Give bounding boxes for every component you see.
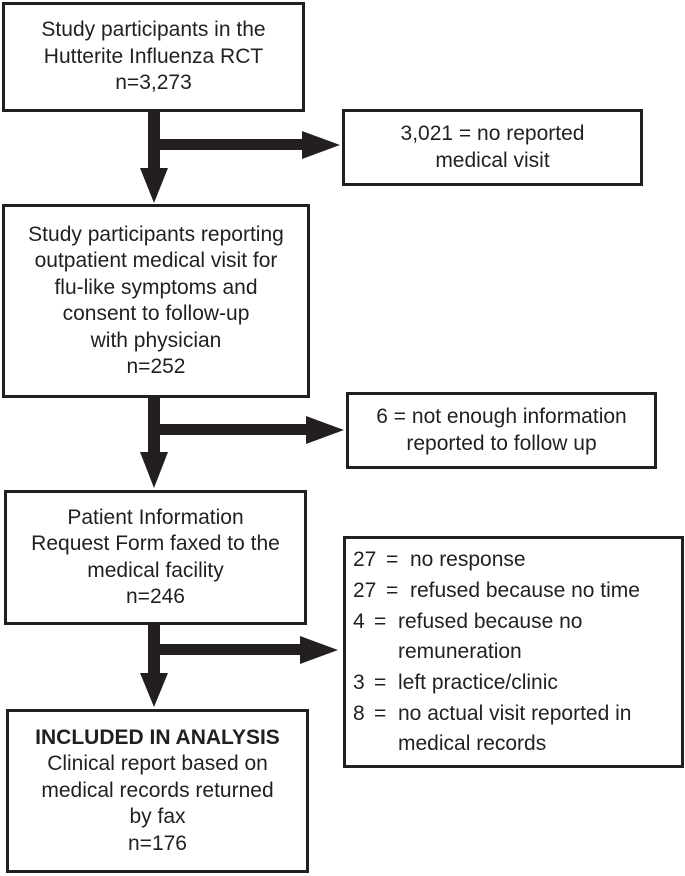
horizontal-connector-3 — [154, 644, 304, 655]
reporting-line-3: flu-like symptoms and — [54, 275, 258, 299]
exclusion-reasons-box — [343, 536, 684, 768]
included-heading: INCLUDED IN ANALYSIS — [35, 725, 280, 749]
participants-box: Study participants in the Hutterite Infl… — [2, 2, 305, 112]
exclusion-reason: refused because no time — [410, 579, 640, 602]
exclusion-equals: = — [374, 671, 387, 694]
no-visit-line-1: 3,021 = no reported — [400, 122, 585, 145]
down-arrowhead-3 — [140, 673, 168, 707]
exclusion-reason: left practice/clinic — [398, 671, 558, 694]
exclusion-reason: refused because no — [398, 610, 583, 633]
exclusion-reason-continued: remuneration — [398, 640, 522, 663]
reporting-count: n=252 — [126, 355, 186, 378]
exclusion-count: 8 — [353, 702, 365, 725]
exclusion-equals: = — [386, 579, 399, 602]
right-arrowhead-3 — [300, 636, 338, 664]
exclusion-reason-continued: medical records — [398, 732, 547, 755]
exclusion-equals: = — [374, 610, 387, 633]
exclusion-equals: = — [386, 548, 399, 571]
reporting-line-2: outpatient medical visit for — [34, 249, 278, 272]
form-faxed-box: Patient Information Request Form faxed t… — [4, 490, 307, 625]
reporting-line-4: consent to follow-up — [62, 302, 250, 325]
form-faxed-line-2: Request Form faxed to the — [31, 532, 280, 555]
horizontal-connector-2 — [154, 424, 310, 435]
included-line-3: by fax — [129, 805, 186, 829]
form-faxed-line-1: Patient Information — [67, 505, 244, 529]
form-faxed-line-3: medical facility — [87, 558, 224, 582]
participants-line-2: Hutterite Influenza RCT — [43, 44, 264, 68]
reporting-box: Study participants reporting outpatient … — [2, 204, 310, 398]
exclusion-reason: no actual visit reported in — [398, 702, 632, 725]
no-visit-line-2: medical visit — [435, 148, 550, 172]
exclusion-reason: no response — [410, 548, 526, 571]
included-line-1: Clinical report based on — [47, 752, 268, 776]
form-faxed-count: n=246 — [126, 585, 185, 608]
reporting-line-1: Study participants reporting — [28, 222, 284, 246]
down-arrowhead-2 — [140, 452, 168, 488]
exclusion-equals: = — [374, 702, 387, 725]
down-arrowhead-1 — [140, 168, 168, 203]
not-enough-box: 6 = not enough information reported to f… — [346, 392, 657, 469]
horizontal-connector-1 — [154, 139, 306, 150]
exclusion-count: 27 — [353, 548, 377, 571]
included-line-2: medical records returned — [41, 778, 274, 802]
participants-count: n=3,273 — [115, 71, 192, 95]
included-count: n=176 — [128, 831, 187, 855]
right-arrowhead-2 — [306, 416, 344, 444]
included-box: INCLUDED IN ANALYSIS Clinical report bas… — [6, 709, 309, 873]
exclusion-count: 3 — [353, 671, 365, 694]
participants-line-1: Study participants in the — [41, 18, 266, 42]
no-visit-box: 3,021 = no reported medical visit — [342, 109, 643, 186]
right-arrowhead-1 — [302, 131, 340, 159]
not-enough-line-1: 6 = not enough information — [376, 405, 627, 428]
exclusion-count: 4 — [353, 610, 365, 633]
not-enough-line-2: reported to follow up — [406, 431, 597, 455]
reporting-line-5: with physician — [90, 328, 222, 352]
exclusion-count: 27 — [353, 579, 377, 602]
